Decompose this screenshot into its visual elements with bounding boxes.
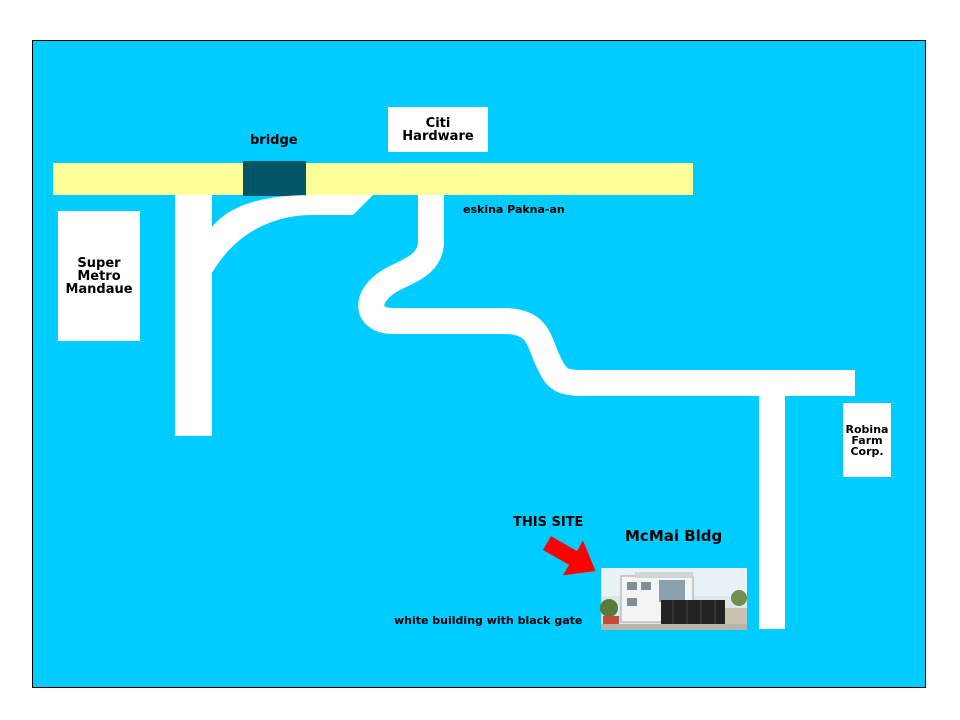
super-metro-label: Super Metro Mandaue <box>65 255 133 297</box>
road-left-vertical <box>175 195 212 436</box>
building-name-label: McMai Bldg <box>625 527 723 545</box>
road-branch-curve <box>212 195 373 273</box>
super-metro-box: Super Metro Mandaue <box>58 211 140 341</box>
corner-label: eskina Pakna-an <box>463 203 565 216</box>
road-winding <box>358 195 855 396</box>
main-road <box>53 163 693 195</box>
building-photo <box>600 568 747 630</box>
bridge-marker <box>243 161 306 196</box>
map-area: Citi Hardware Super Metro Mandaue Robina… <box>32 40 926 688</box>
robina-label: Robina Farm Corp. <box>845 422 889 458</box>
robina-box: Robina Farm Corp. <box>843 403 891 477</box>
road-right-vertical <box>759 396 785 629</box>
bridge-label: bridge <box>250 133 298 148</box>
citi-hardware-box: Citi Hardware <box>388 107 488 152</box>
this-site-label: THIS SITE <box>513 515 584 530</box>
building-desc-label: white building with black gate <box>394 614 583 627</box>
road-winding-end <box>841 370 855 396</box>
red-arrow-icon <box>543 536 596 576</box>
road-network <box>53 161 855 630</box>
citi-hardware-label: Citi Hardware <box>402 115 474 144</box>
